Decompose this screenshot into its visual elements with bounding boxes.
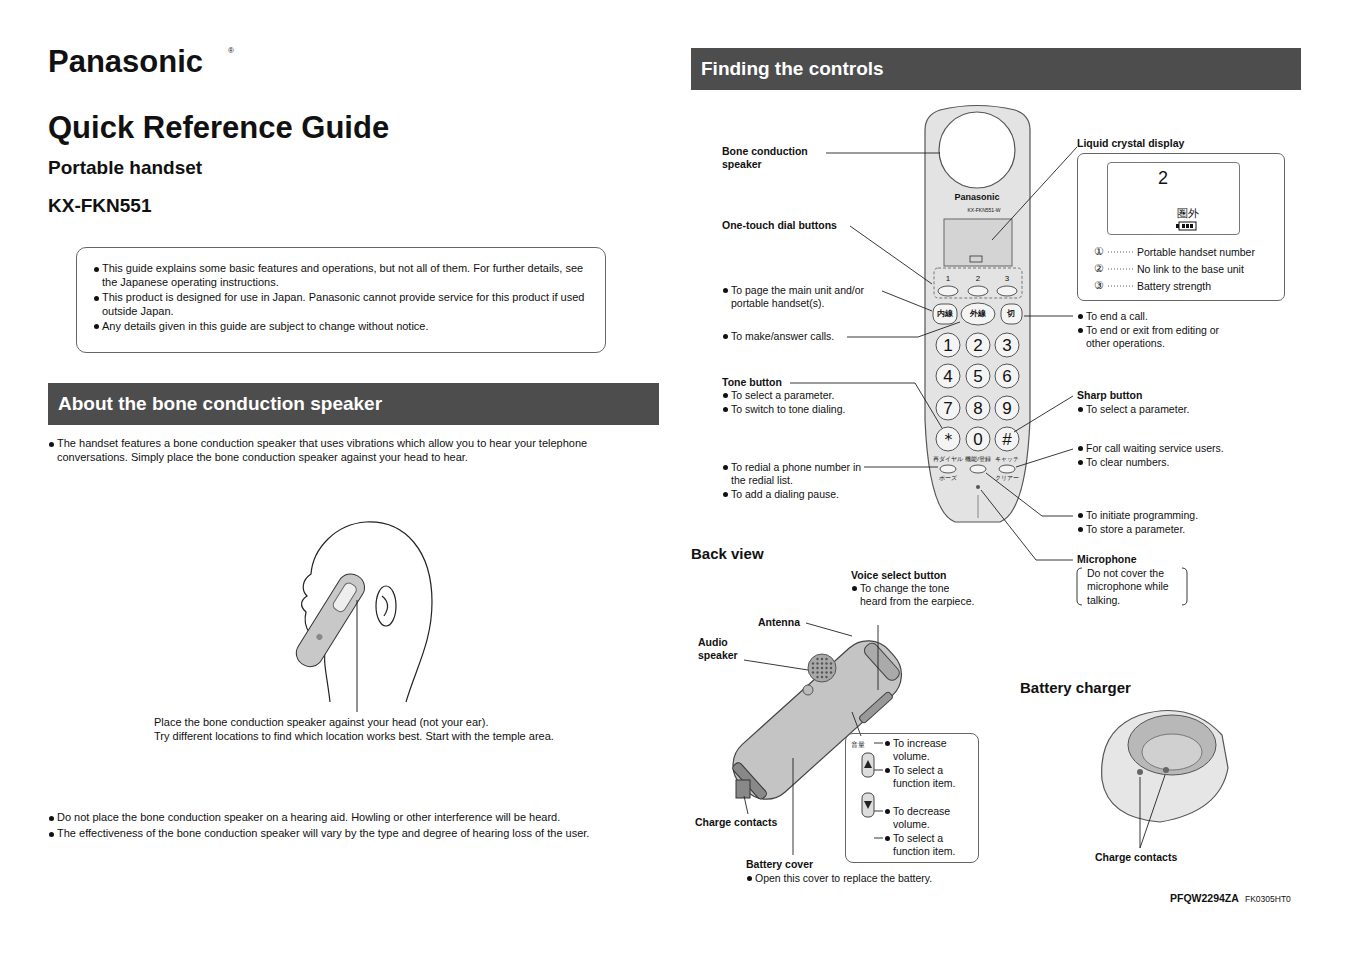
leader-lines	[1140, 775, 1165, 848]
part-name: Voice select button	[851, 569, 947, 582]
section-band: About the bone conduction speaker	[48, 383, 659, 425]
key-label: 8	[973, 400, 982, 417]
text-label: ①	[1094, 245, 1104, 259]
part-name: Battery charger	[1020, 678, 1131, 697]
box-text: To select a function item.	[884, 832, 975, 859]
box-text: About the bone conduction speaker	[58, 392, 649, 416]
text-label: ③	[1094, 279, 1104, 293]
bullet-note: For call waiting service users.	[1077, 442, 1224, 455]
bullet-note: Open this cover to replace the battery.	[746, 872, 932, 885]
key-label: 2	[973, 337, 982, 354]
text-label: ®	[228, 46, 234, 56]
bullet-note: Do not place the bone conduction speaker…	[48, 811, 667, 825]
bullet-note: To switch to tone dialing.	[722, 403, 845, 416]
key-label: 外線	[970, 310, 986, 318]
bullet-note: To initiate programming.	[1077, 509, 1198, 522]
part-name: Panasonic	[48, 42, 203, 81]
key-label: ポーズ	[939, 475, 957, 481]
box-text: No link to the base unit	[1137, 263, 1244, 276]
part-name: Tone button	[722, 376, 782, 389]
battery-charger	[1102, 711, 1228, 823]
text-label: FK0305HT0	[1245, 894, 1291, 905]
key-label: 5	[973, 368, 982, 385]
text-label: Place the bone conduction speaker agains…	[154, 716, 489, 730]
key-label: 1	[943, 337, 952, 354]
text-label: Do not cover the microphone while talkin…	[1087, 567, 1187, 607]
bullet-note: To end a call.	[1077, 310, 1148, 323]
part-name: Charge contacts	[1095, 851, 1177, 864]
part-name: Battery cover	[746, 858, 813, 871]
text-label: Try different locations to find which lo…	[154, 730, 554, 744]
bullet-note: To store a parameter.	[1077, 523, 1185, 536]
bullet-note: To change the tone heard from the earpie…	[851, 582, 978, 609]
callout-box: This guide explains some basic features …	[76, 247, 606, 353]
bullet-note: To end or exit from editing or other ope…	[1077, 324, 1241, 351]
leader-line	[357, 600, 358, 712]
key-label: クリアー	[995, 475, 1019, 481]
key-label: 3	[1002, 337, 1011, 354]
part-name: KX-FKN551	[48, 194, 151, 218]
box-text: 圏外	[1177, 207, 1199, 221]
battery-icon	[1176, 221, 1198, 231]
key-label: ＊	[940, 431, 957, 448]
handset-front	[925, 106, 1030, 523]
bullet-note: To redial a phone number in the redial l…	[722, 461, 876, 488]
key-label: 7	[943, 400, 952, 417]
bullet-note: The effectiveness of the bone conduction…	[48, 827, 667, 841]
box-text: This product is designed for use in Japa…	[93, 291, 591, 319]
box-text: This guide explains some basic features …	[93, 262, 591, 290]
part-name: PFQW2294ZA	[1170, 892, 1239, 905]
box-text: Portable handset number	[1137, 246, 1255, 259]
part-name: Bone conduction speaker	[722, 145, 822, 172]
key-label: 6	[1002, 368, 1011, 385]
key-label: KX-FKN551-W	[967, 208, 1000, 213]
key-label: Panasonic	[954, 193, 999, 202]
part-name: Back view	[691, 544, 764, 563]
key-label: 1	[946, 275, 950, 283]
box-text: Any details given in this guide are subj…	[93, 320, 591, 334]
box-text: Finding the controls	[701, 57, 1291, 81]
volume-keys	[862, 753, 874, 817]
page-title: Quick Reference Guide	[48, 108, 389, 147]
part-name: Antenna	[758, 616, 800, 629]
part-name: Sharp button	[1077, 389, 1142, 402]
bullet-note: To select a parameter.	[1077, 403, 1189, 416]
callout-box: To increase volume.To select a function …	[845, 733, 979, 863]
bullet-note: To page the main unit and/or portable ha…	[722, 284, 891, 311]
handset-on-head	[291, 569, 369, 672]
section-band: Finding the controls	[691, 48, 1301, 90]
handset-back-view	[722, 629, 915, 812]
key-label: キャッチ	[995, 456, 1019, 462]
key-label: 0	[973, 431, 982, 448]
box-text: To decrease volume.	[884, 805, 975, 832]
part-name: Audio speaker	[698, 636, 744, 663]
callout-box: Portable handset number No link to the ba…	[1077, 153, 1285, 301]
part-name: Microphone	[1077, 553, 1137, 566]
text-label: 音量	[851, 741, 865, 750]
key-label: 4	[943, 368, 952, 385]
part-name: One-touch dial buttons	[722, 219, 837, 232]
box-text: 2	[1158, 167, 1168, 190]
key-label: #	[1002, 431, 1011, 448]
key-label: 内線	[937, 310, 953, 318]
part-name: Charge contacts	[695, 816, 777, 829]
box-text: To increase volume.	[884, 737, 975, 764]
part-name: Portable handset	[48, 156, 202, 180]
text-label: ②	[1094, 262, 1104, 276]
key-label: 再ダイヤル	[933, 456, 963, 462]
box-text: To select a function item.	[884, 764, 975, 791]
bullet-note: To select a parameter.	[722, 389, 834, 402]
key-label: 2	[976, 275, 980, 283]
key-label: 切	[1007, 310, 1015, 318]
key-label: 3	[1005, 275, 1009, 283]
lcd-screen: 2 圏外	[1107, 162, 1240, 235]
bullet-note: To make/answer calls.	[722, 330, 834, 343]
box-text: Battery strength	[1137, 280, 1211, 293]
key-label: 9	[1002, 400, 1011, 417]
bullet-note: The handset features a bone conduction s…	[48, 437, 632, 465]
bullet-note: To clear numbers.	[1077, 456, 1169, 469]
bullet-note: To add a dialing pause.	[722, 488, 839, 501]
part-name: Liquid crystal display	[1077, 137, 1184, 150]
key-label: 機能/登録	[965, 456, 991, 462]
